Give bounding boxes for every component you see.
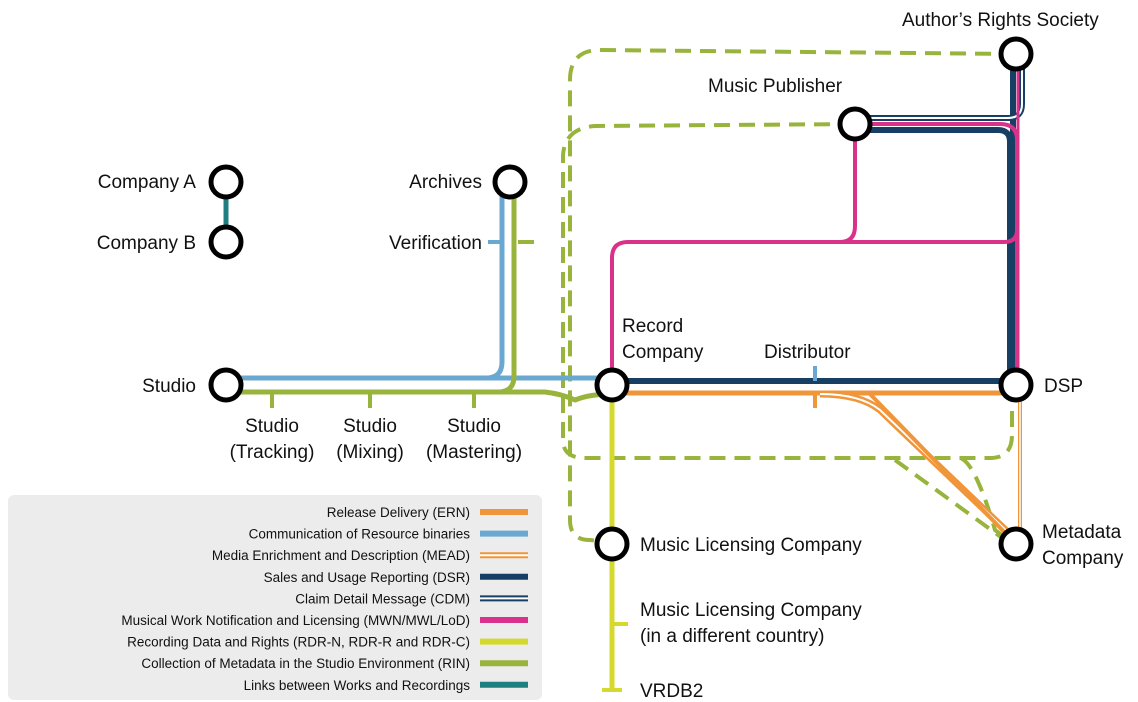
legend: Release Delivery (ERN) Communication of R… xyxy=(8,495,542,700)
label-studio-mixing-2: (Mixing) xyxy=(336,442,404,463)
legend-item-label: Links between Works and Recordings xyxy=(244,678,471,693)
line-mwn-horizontal-dsp xyxy=(840,229,1019,244)
stations xyxy=(208,36,1034,562)
legend-item: Release Delivery (ERN) xyxy=(327,505,528,520)
label-studio: Studio xyxy=(142,376,196,397)
label-company-b: Company B xyxy=(97,233,196,254)
label-studio-mastering-1: Studio xyxy=(447,416,501,437)
label-metadata-company-1: Metadata xyxy=(1042,522,1122,543)
station-music-publisher[interactable] xyxy=(837,106,873,142)
station-company-a[interactable] xyxy=(208,164,244,200)
line-rin-dashed-outer xyxy=(568,48,1017,544)
label-distributor: Distributor xyxy=(764,342,851,363)
line-dsr-publisher-dsp xyxy=(855,127,1013,384)
station-music-licensing-company[interactable] xyxy=(594,526,630,562)
label-studio-mixing-1: Studio xyxy=(343,416,397,437)
label-music-licensing-foreign-2: (in a different country) xyxy=(640,626,824,647)
legend-item-label: Media Enrichment and Description (MEAD) xyxy=(212,548,470,563)
legend-item-label: Collection of Metadata in the Studio Env… xyxy=(141,656,470,671)
label-metadata-company-2: Company xyxy=(1042,548,1124,569)
label-vrdb2: VRDB2 xyxy=(640,681,703,702)
line-rin-studio-archives xyxy=(226,182,517,395)
legend-item-label: Claim Detail Message (CDM) xyxy=(295,591,470,606)
legend-items: Release Delivery (ERN) Communication of R… xyxy=(121,505,528,693)
line-ern-diag-metadata xyxy=(868,392,1014,542)
legend-item: Links between Works and Recordings xyxy=(244,678,528,693)
station-dsp[interactable] xyxy=(998,367,1034,403)
station-authors-rights-society[interactable] xyxy=(998,36,1034,72)
label-music-licensing-foreign-1: Music Licensing Company xyxy=(640,600,862,621)
legend-item-label: Sales and Usage Reporting (DSR) xyxy=(264,570,470,585)
line-rin-studio-record xyxy=(498,389,613,403)
label-record-company-1: Record xyxy=(622,316,683,337)
line-rin-dashed-publisher xyxy=(561,122,1014,460)
line-rin-dashed-metadata xyxy=(959,456,1017,547)
legend-item: Media Enrichment and Description (MEAD) xyxy=(212,548,528,563)
station-metadata-company[interactable] xyxy=(998,526,1034,562)
station-record-company[interactable] xyxy=(594,367,630,403)
station-archives[interactable] xyxy=(492,164,528,200)
legend-item: Sales and Usage Reporting (DSR) xyxy=(264,570,528,585)
legend-item: Musical Work Notification and Licensing … xyxy=(121,613,528,628)
label-verification: Verification xyxy=(389,233,482,254)
label-studio-tracking-2: (Tracking) xyxy=(230,442,315,463)
label-music-publisher: Music Publisher xyxy=(708,76,843,97)
line-mwn-record-publisher xyxy=(610,124,857,380)
legend-item-label: Musical Work Notification and Licensing … xyxy=(121,613,470,628)
label-studio-tracking-1: Studio xyxy=(245,416,299,437)
labels: Company A Company B Archives Verificatio… xyxy=(97,10,1124,702)
line-rin-dashed-metadata-diag xyxy=(893,458,1007,542)
label-record-company-2: Company xyxy=(622,342,704,363)
legend-item: Communication of Resource binaries xyxy=(249,527,528,542)
legend-item: Claim Detail Message (CDM) xyxy=(295,591,528,606)
line-resource-studio-archives xyxy=(226,182,505,381)
legend-item-label: Recording Data and Rights (RDR-N, RDR-R … xyxy=(127,635,470,650)
legend-background xyxy=(8,495,542,700)
label-studio-mastering-2: (Mastering) xyxy=(426,442,522,463)
legend-item: Recording Data and Rights (RDR-N, RDR-R … xyxy=(127,635,528,650)
line-cdm-publisher-society xyxy=(855,54,1025,121)
station-company-b[interactable] xyxy=(208,224,244,260)
label-archives: Archives xyxy=(409,172,482,193)
label-company-a: Company A xyxy=(98,172,197,193)
line-mwn-publisher-dsp xyxy=(855,122,1019,384)
legend-item-label: Communication of Resource binaries xyxy=(249,527,471,542)
legend-item-label: Release Delivery (ERN) xyxy=(327,505,470,520)
station-studio[interactable] xyxy=(208,367,244,403)
line-mead-record-metadata xyxy=(819,390,1019,543)
label-dsp: DSP xyxy=(1044,376,1083,397)
label-authors-rights-society: Author’s Rights Society xyxy=(902,10,1099,31)
label-music-licensing-company: Music Licensing Company xyxy=(640,535,862,556)
legend-item: Collection of Metadata in the Studio Env… xyxy=(141,656,528,671)
